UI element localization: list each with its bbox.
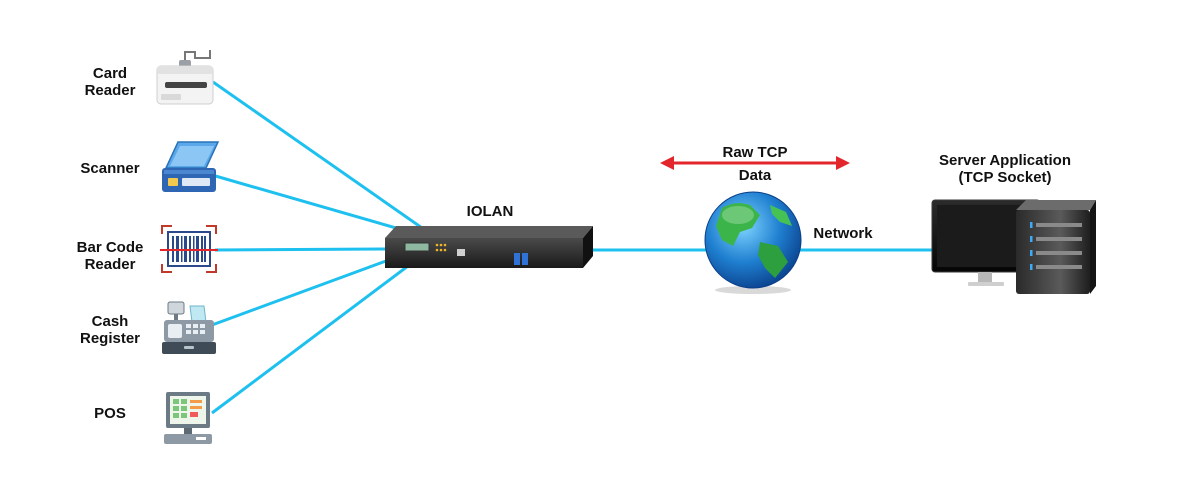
- connector-pos: [211, 255, 421, 415]
- connector-barcode-reader: [214, 247, 386, 252]
- network-label: Network: [813, 225, 873, 242]
- server-computer-icon: [931, 199, 1096, 294]
- raw-tcp-label: Raw TCP Data: [705, 144, 805, 184]
- server-label-line: Server Application: [939, 152, 1071, 169]
- raw-tcp-label-line: Data: [738, 167, 772, 184]
- device-label-card-reader: Card Reader: [60, 65, 160, 99]
- iolan-label: IOLAN: [466, 203, 514, 220]
- device-label-line: Card: [92, 65, 128, 82]
- device-label-barcode-reader: Bar Code Reader: [60, 239, 160, 273]
- device-label-pos: POS: [60, 405, 160, 422]
- cash-register-icon: [162, 301, 216, 354]
- connector-cash-register: [211, 252, 406, 327]
- connector-card-reader: [212, 80, 426, 232]
- device-label-scanner: Scanner: [60, 160, 160, 177]
- device-label-line: Reader: [84, 256, 136, 273]
- scanner-icon: [162, 141, 220, 192]
- raw-tcp-double-arrow: [660, 156, 850, 170]
- device-label-line: Cash: [91, 313, 129, 330]
- device-label-line: Scanner: [80, 160, 140, 177]
- card-reader-icon: [156, 50, 214, 105]
- server-label-line: (TCP Socket): [958, 169, 1052, 186]
- server-label: Server Application (TCP Socket): [925, 152, 1085, 186]
- device-label-cash-register: Cash Register: [60, 313, 160, 347]
- connector-scanner: [211, 173, 411, 234]
- device-label-line: Bar Code: [76, 239, 144, 256]
- device-label-line: Reader: [84, 82, 136, 99]
- device-label-line: Register: [79, 330, 141, 347]
- iolan-device-server-icon: [385, 226, 593, 268]
- globe-icon: [704, 191, 802, 294]
- device-label-line: POS: [94, 405, 126, 422]
- connector-lines: [211, 80, 935, 415]
- raw-tcp-label-line: Raw TCP: [722, 144, 788, 161]
- barcode-reader-icon: [160, 225, 218, 273]
- pos-terminal-icon: [164, 392, 212, 444]
